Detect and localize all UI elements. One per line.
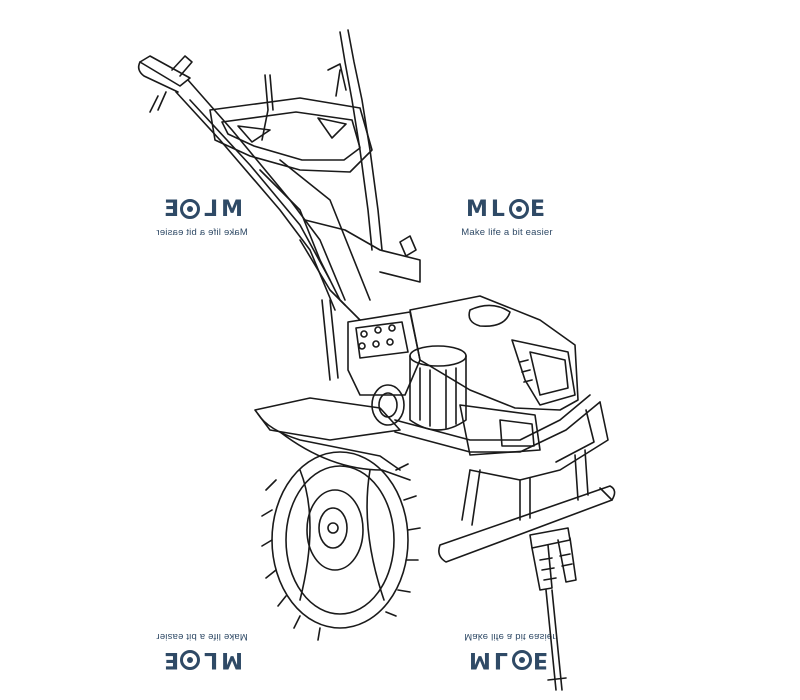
frame [259,159,421,381]
watermark-tagline: Make life a bit easier [461,227,553,238]
watermark-logo: ML E [427,197,587,223]
engine [347,295,579,456]
fender [254,397,411,481]
stand [529,527,577,691]
gear-icon [508,199,529,219]
axle [438,485,616,563]
front-frame [394,394,609,526]
wheel [261,451,421,641]
watermark-top-right: ML E Make life a bit easier [427,197,587,239]
logo-text-right: E [529,197,548,222]
logo-text-left: ML [466,197,508,222]
